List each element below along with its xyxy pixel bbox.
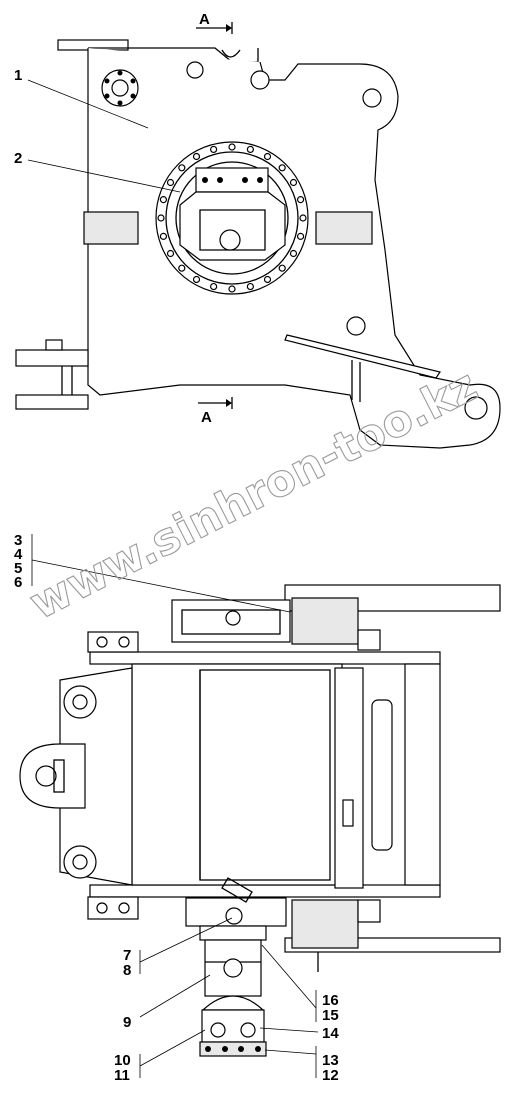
callout-3: 3 [14,532,22,549]
ring-bolt [278,264,286,272]
ring-bolt [278,164,286,172]
section-arrowhead-top [226,24,232,32]
callout-10: 10 [114,1052,131,1069]
ring-bolt [157,214,165,222]
leader-2 [27,159,181,193]
leader-14 [259,1027,319,1033]
callout-14: 14 [322,1025,339,1042]
leader-15-16 [261,944,317,1009]
motor-base [199,1041,267,1057]
ring-bolt [296,196,305,204]
callout-7: 7 [123,947,131,964]
pivot-hole-bottom [464,396,488,420]
leader-7-8 [139,917,233,963]
right-arm [334,667,364,889]
drum [131,663,343,886]
ring-bolt [263,152,272,161]
hole [346,316,366,336]
callout-4: 4 [14,546,23,563]
motor-block [201,1009,265,1043]
motor-flange [199,925,267,941]
ring-bolt [296,232,305,240]
section-label-bottom: A [201,409,212,426]
top-bearing-block [291,597,359,645]
hole [186,61,204,79]
ring-bolt [166,249,175,258]
callout-1: 1 [14,67,22,84]
ring-bolts [157,143,307,293]
motor-body [179,191,286,261]
callout-13: 13 [322,1052,339,1069]
bracket-plate [284,334,441,379]
side-block-right [315,211,373,245]
ring-bolt [210,145,218,154]
callout-6: 6 [14,574,22,591]
section-view: 3 4 5 6 7 8 9 10 11 12 13 14 15 16 [14,532,501,1084]
leader-10-11 [139,1029,206,1067]
ring-bolt [192,275,201,284]
ring-bolt [289,249,298,258]
ring-bolt [178,264,186,272]
callout-9: 9 [123,1014,131,1031]
callout-12: 12 [322,1067,339,1084]
motor-cap [201,995,265,1011]
left-tab-upper [15,349,89,367]
callout-2: 2 [14,150,22,167]
callout-11: 11 [114,1067,130,1084]
callout-8: 8 [123,962,131,979]
ring-bolt [166,178,175,187]
ring-bolt [263,275,272,284]
ring-bolt [228,143,236,151]
pivot-hole-top [362,88,382,108]
ring-bolt [246,145,254,154]
side-block-left [83,211,139,245]
ring-bolt [159,196,168,204]
bottom-bearing-block [291,899,359,949]
ring-bolt [159,232,168,240]
ring-bolt [228,285,236,293]
hole [250,70,270,90]
callout-16: 16 [322,992,339,1009]
leader-1 [27,79,149,129]
leader-9 [139,974,211,1018]
ring-bolt [246,282,254,291]
ring-bolt [192,152,201,161]
rail-bottom [89,884,441,898]
ring-bolt [299,214,307,222]
front-view: A [14,11,501,449]
section-label-top: A [199,11,210,28]
leader-12-13 [264,1049,317,1055]
ring-bolt [210,282,218,291]
callout-15: 15 [322,1007,339,1024]
rail-top [89,651,441,665]
callout-5: 5 [14,560,22,577]
ring-bolt [289,178,298,187]
left-tab-lower [15,394,89,410]
ring-bolt [178,164,186,172]
leader-3-6 [31,559,291,613]
right-slot [371,699,393,851]
